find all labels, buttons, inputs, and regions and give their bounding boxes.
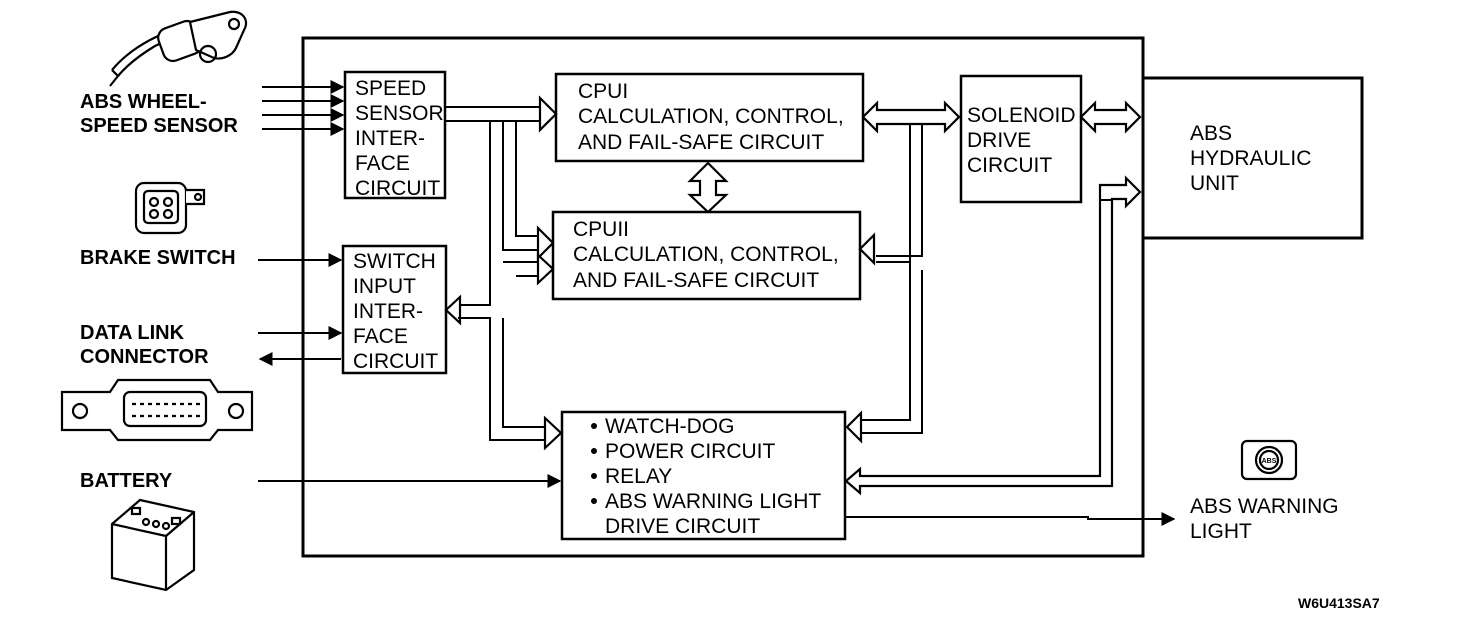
battery-label: BATTERY <box>80 470 173 492</box>
brake-switch-label: BRAKE SWITCH <box>80 247 236 269</box>
svg-text:DRIVE: DRIVE <box>967 129 1031 152</box>
svg-text:SPEED SENSOR: SPEED SENSOR <box>80 115 238 137</box>
svg-text:AND FAIL-SAFE CIRCUIT: AND FAIL-SAFE CIRCUIT <box>578 131 824 154</box>
solenoid-text: SOLENOID DRIVE CIRCUIT <box>967 104 1076 177</box>
speed-sensor-interface-text: SPEED SENSOR INTER- FACE CIRCUIT <box>355 77 444 200</box>
svg-text:DATA LINK: DATA LINK <box>80 322 185 344</box>
svg-text:FACE: FACE <box>355 152 410 175</box>
hydraulic-unit-box <box>1143 76 1364 240</box>
switch-input-interface-text: SWITCH INPUT INTER- FACE CIRCUIT <box>353 250 438 373</box>
hydraulic-unit-text: ABS HYDRAULIC UNIT <box>1190 122 1311 195</box>
cpu2-lower-bus <box>503 252 555 286</box>
battery-icon <box>110 498 196 592</box>
cpu1-text: CPUI CALCULATION, CONTROL, AND FAIL-SAFE… <box>578 80 844 154</box>
solenoid-hydraulic-bus <box>1079 100 1142 134</box>
svg-text:FACE: FACE <box>353 325 408 348</box>
speed-sensor-interface-block <box>343 70 447 200</box>
svg-text:SPEED: SPEED <box>355 77 426 100</box>
svg-text:SWITCH: SWITCH <box>353 250 436 273</box>
cpu2-text: CPUII CALCULATION, CONTROL, AND FAIL-SAF… <box>573 218 839 292</box>
cpu-link-arrow <box>687 161 729 214</box>
power-watchdog-block <box>560 410 847 541</box>
svg-text:ABS WARNING LIGHT: ABS WARNING LIGHT <box>605 490 821 513</box>
solenoid-drive-block <box>959 74 1083 204</box>
svg-text:INTER-: INTER- <box>353 300 423 323</box>
svg-text:SENSOR: SENSOR <box>355 102 444 125</box>
data-link-connector-icon <box>60 378 254 442</box>
svg-text:ABS: ABS <box>1190 122 1232 145</box>
power-block-text: WATCH-DOG POWER CIRCUIT RELAY ABS WARNIN… <box>591 415 821 538</box>
svg-text:DRIVE CIRCUIT: DRIVE CIRCUIT <box>605 515 760 538</box>
svg-text:LIGHT: LIGHT <box>1190 520 1252 543</box>
data-link-lines <box>258 326 343 366</box>
svg-text:SOLENOID: SOLENOID <box>967 104 1076 127</box>
svg-text:CALCULATION, CONTROL,: CALCULATION, CONTROL, <box>578 105 844 128</box>
cpu1-block <box>554 72 865 163</box>
svg-text:RELAY: RELAY <box>605 465 672 488</box>
svg-text:WATCH-DOG: WATCH-DOG <box>605 415 734 438</box>
svg-text:CPUII: CPUII <box>573 218 629 241</box>
cpu1-solenoid-bus <box>861 100 961 134</box>
warning-light-label: ABS WARNING LIGHT <box>1190 495 1339 543</box>
svg-text:CIRCUIT: CIRCUIT <box>353 350 438 373</box>
svg-text:CALCULATION, CONTROL,: CALCULATION, CONTROL, <box>573 243 839 266</box>
svg-text:INPUT: INPUT <box>353 275 416 298</box>
svg-text:POWER CIRCUIT: POWER CIRCUIT <box>605 440 776 463</box>
data-link-label: DATA LINK CONNECTOR <box>80 322 209 368</box>
abs-warning-light-icon: ABS <box>1240 439 1298 481</box>
brake-switch-icon <box>134 181 206 235</box>
cpu2-block <box>551 210 862 301</box>
svg-text:ABS WHEEL-: ABS WHEEL- <box>80 91 207 113</box>
wheel-speed-sensor-icon <box>109 10 248 87</box>
svg-text:CONNECTOR: CONNECTOR <box>80 346 209 368</box>
svg-text:ABS WARNING: ABS WARNING <box>1190 495 1339 518</box>
wheel-sensor-label: ABS WHEEL- SPEED SENSOR <box>80 91 238 137</box>
svg-text:ABS: ABS <box>1262 458 1277 465</box>
svg-text:CIRCUIT: CIRCUIT <box>355 177 440 200</box>
svg-text:HYDRAULIC: HYDRAULIC <box>1190 147 1311 170</box>
right-vertical-bus <box>845 124 923 444</box>
hydraulic-feedback-bus <box>844 175 1142 496</box>
svg-text:CIRCUIT: CIRCUIT <box>967 154 1052 177</box>
warning-light-line <box>845 512 1176 526</box>
svg-text:UNIT: UNIT <box>1190 172 1239 195</box>
svg-text:AND FAIL-SAFE CIRCUIT: AND FAIL-SAFE CIRCUIT <box>573 269 819 292</box>
svg-text:CPUI: CPUI <box>578 80 628 103</box>
wheel-sensor-input-lines <box>262 80 345 136</box>
control-unit-frame <box>301 36 1145 558</box>
svg-text:INTER-: INTER- <box>355 127 425 150</box>
figure-code: W6U413SA7 <box>1298 595 1380 611</box>
speed-to-cpu-bus <box>444 95 563 451</box>
